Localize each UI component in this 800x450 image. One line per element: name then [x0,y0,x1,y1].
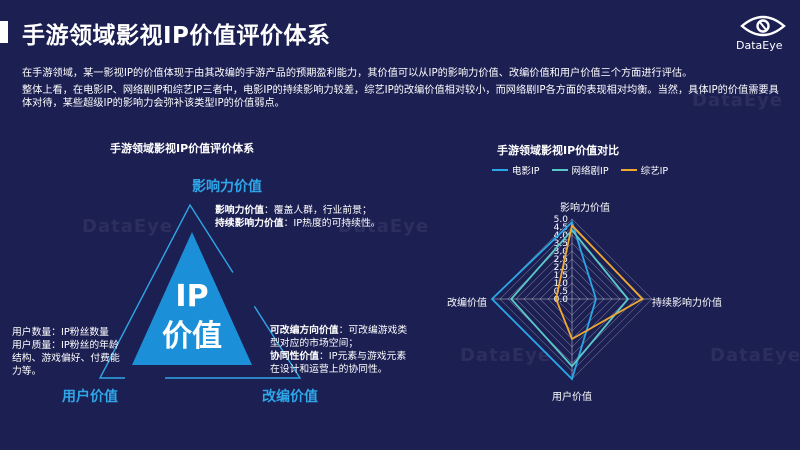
influence-term-2: 持续影响力价值 [215,218,284,229]
legend-label: 电影IP [512,166,540,177]
user-desc-2: 用户质量：IP粉丝的年龄结构、游戏偏好、付费能力等。 [12,340,120,377]
radar-tick-label: 4.5 [554,223,568,233]
legend-item: 电影IP [492,163,540,177]
eye-icon [740,15,786,37]
legend-item: 综艺IP [620,163,669,177]
user-desc: 用户数量：IP粉丝数量 用户质量：IP粉丝的年龄结构、游戏偏好、付费能力等。 [12,326,122,378]
influence-heading: 影响力价值 [192,179,262,195]
legend-item: 网络剧IP [551,163,609,177]
radar-tick-label: 0.0 [554,295,569,305]
radar-tick-label: 2.0 [554,263,569,273]
radar-series-line [509,228,630,368]
radar-series-line [555,223,644,341]
adapt-term-2: 协同性价值 [270,351,319,362]
triangle-outline [98,203,302,379]
intro-paragraph-2: 整体上看，在电影IP、网络剧IP和综艺IP三者中，电影IP的持续影响力较差，综艺… [22,85,779,109]
user-heading: 用户价值 [62,389,118,405]
legend-swatch [551,169,568,171]
influence-desc-2: ：IP热度的可持续性。 [283,218,381,229]
page-title: 手游领域影视IP价值评价体系 [22,23,331,49]
adapt-desc-1: ：可改编游戏类型对应的市场空间； [270,325,408,349]
watermark: DataEye [460,345,552,366]
title-accent-bar [0,21,8,43]
radar-tick-label: 1.0 [554,279,569,289]
legend-label: 网络剧IP [571,166,609,177]
radar-tick-label: 4.0 [554,231,569,241]
axis-label-left: 改编价值 [447,298,487,309]
adapt-desc: 可改编方向价值：可改编游戏类型对应的市场空间； 协同性价值：IP元素与游戏元素在… [270,324,410,376]
axis-label-right: 持续影响力价值 [652,298,722,309]
adapt-desc-2: ：IP元素与游戏元素在设计和运营上的协同性。 [270,351,407,375]
adapt-term-1: 可改编方向价值 [270,325,339,336]
intro-paragraph-1: 在手游领域，某一影视IP的价值体现于由其改编的手游产品的预期盈利能力，其价值可以… [22,68,693,79]
axis-label-bottom: 用户价值 [552,392,592,403]
center-label-ip: IP [175,279,208,314]
left-panel-title: 手游领域影视IP价值评价体系 [110,142,255,155]
radar-tick-label: 0.5 [554,287,568,297]
watermark: DataEye [710,345,800,366]
radar-tick-label: 2.5 [554,255,568,265]
influence-desc-1: ：覆盖人群，行业前景； [263,205,372,216]
logo-text: DataEye [736,39,783,52]
legend-swatch [620,169,637,171]
watermark: DataEye [338,216,430,237]
radar-series-line [490,220,597,381]
chart-legend: 电影IP 网络剧IP 综艺IP [492,163,668,177]
legend-swatch [492,169,508,171]
center-label-value: 价值 [162,319,222,354]
triangle-fill [132,232,252,365]
axis-label-top: 影响力价值 [560,203,610,214]
user-desc-1: 用户数量：IP粉丝数量 [12,327,109,338]
radar-tick-label: 3.0 [554,247,569,257]
dataeye-logo [738,12,788,44]
chart-title: 手游领域影视IP价值对比 [497,144,620,157]
influence-term-1: 影响力价值 [215,205,264,216]
radar-tick-label: 5.0 [554,215,569,225]
watermark: DataEye [692,90,784,111]
watermark: DataEye [82,216,174,237]
legend-label: 综艺IP [640,166,669,177]
influence-desc: 影响力价值：覆盖人群，行业前景； 持续影响力价值：IP热度的可持续性。 [215,204,390,230]
adapt-heading: 改编价值 [262,389,318,405]
